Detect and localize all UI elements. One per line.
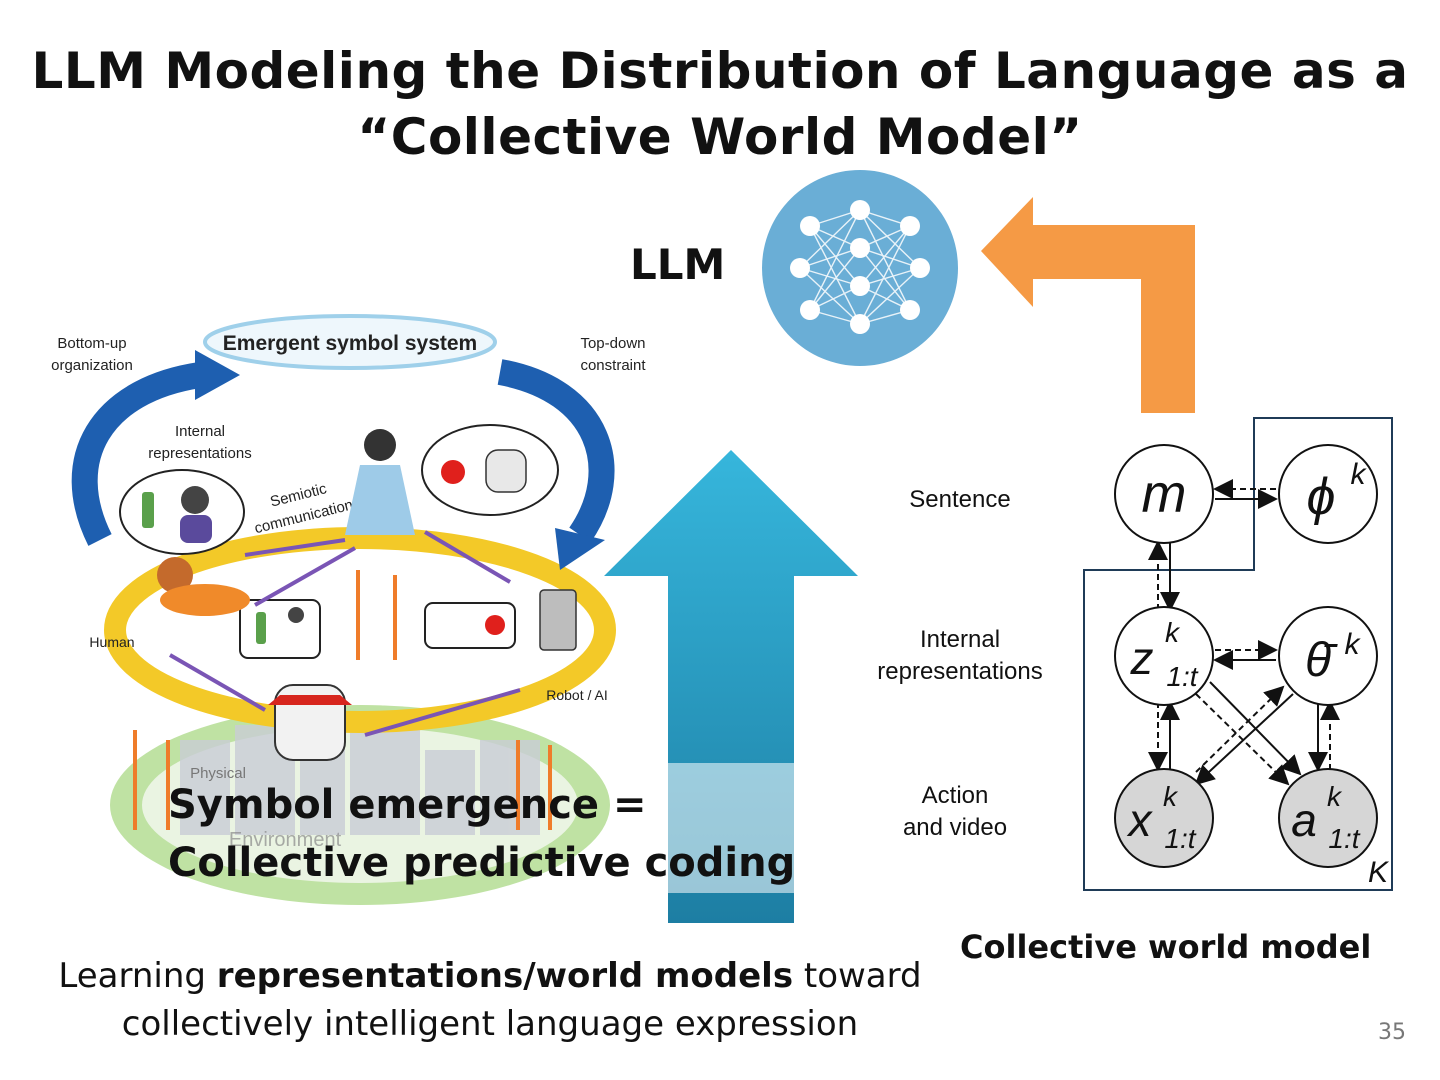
svg-text:1:t: 1:t <box>1164 823 1196 854</box>
svg-text:k: k <box>1345 628 1362 661</box>
red-ball-icon <box>441 460 465 484</box>
network-nodes <box>790 200 930 334</box>
child-body-icon <box>160 584 250 616</box>
neural-network-icon <box>762 170 958 366</box>
person-icon-2 <box>288 607 304 623</box>
svg-text:z: z <box>1130 632 1154 684</box>
arrow-overlay <box>668 763 794 893</box>
symbol-emergence-text: Symbol emergence = Collective predictive… <box>168 776 795 892</box>
plate-border <box>1083 417 1393 891</box>
node-theta: θ̄ k <box>1278 606 1378 706</box>
plate-label: K <box>1368 856 1390 889</box>
bottom-caption: Learning representations/world models to… <box>40 952 940 1048</box>
person-body-icon <box>180 515 212 543</box>
emergent-symbol-label: Emergent symbol system <box>223 332 477 355</box>
orange-vertical-arrows <box>133 570 552 830</box>
purple-communication-arrows <box>168 530 521 737</box>
model-edges <box>1148 479 1340 786</box>
bottom-up-label-2: organization <box>51 357 133 374</box>
speech-bubble-left <box>119 469 245 555</box>
speech-bubble-robot <box>424 602 516 649</box>
graphical-model: K m ϕ k z k 1:t θ̄ k x k <box>1083 417 1393 891</box>
title-line-2: “Collective World Model” <box>357 108 1083 166</box>
node-z: z k 1:t <box>1114 606 1214 706</box>
llm-label: LLM <box>630 240 726 289</box>
node-x: x k 1:t <box>1114 768 1214 868</box>
top-down-arrowhead <box>555 528 605 570</box>
symbol-emergence-line-2: Collective predictive coding <box>168 840 796 886</box>
blue-up-arrow <box>604 450 858 923</box>
society-ring <box>104 527 616 733</box>
symbol-emergence-line-1: Symbol emergence = <box>168 782 647 828</box>
svg-text:k: k <box>1351 458 1368 491</box>
child-head-icon <box>157 557 193 593</box>
girl-dress-icon <box>345 465 415 535</box>
bottom-up-arrowhead <box>195 350 240 400</box>
speech-bubble-center <box>239 599 321 659</box>
internal-rep-label-2: representations <box>148 445 251 462</box>
title-line-1: LLM Modeling the Distribution of Languag… <box>31 42 1409 100</box>
robot-small-icon <box>485 449 527 493</box>
level-internal: Internal representations <box>877 626 1043 685</box>
svg-text:k: k <box>1163 781 1179 812</box>
city-buildings <box>180 725 540 835</box>
svg-text:1:t: 1:t <box>1166 661 1198 692</box>
person-head-icon <box>181 486 209 514</box>
symbol-emergence-illustration: Emergent symbol system Bottom-up organiz… <box>51 314 646 905</box>
page-number: 35 <box>1378 1020 1406 1045</box>
bottom-up-label-1: Bottom-up <box>57 335 126 352</box>
top-down-arrow <box>497 359 615 543</box>
caption-line-2: collectively intelligent language expres… <box>121 1004 859 1044</box>
internal-rep-label-1: Internal <box>175 423 225 440</box>
svg-text:a: a <box>1291 794 1317 846</box>
node-phi: ϕ k <box>1278 444 1378 544</box>
svg-text:m: m <box>1142 464 1187 524</box>
environment-label: Environment <box>229 829 342 851</box>
node-a: a k 1:t <box>1278 768 1378 868</box>
svg-text:k: k <box>1327 781 1343 812</box>
svg-text:x: x <box>1127 794 1154 846</box>
human-label: Human <box>89 634 134 650</box>
top-down-label-2: constraint <box>580 357 646 374</box>
level-sentence: Sentence <box>909 486 1011 513</box>
level-action: Action and video <box>902 782 1008 841</box>
caption-line-1: Learning representations/world models to… <box>58 956 922 996</box>
top-down-label-1: Top-down <box>580 335 645 352</box>
robot-ai-icon <box>539 589 577 651</box>
bottom-up-arrow <box>71 362 203 546</box>
svg-text:ϕ: ϕ <box>1307 468 1336 526</box>
orange-arrow <box>981 197 1195 413</box>
node-m: m <box>1114 444 1214 544</box>
robot-scarf-icon <box>268 695 352 705</box>
girl-head-icon <box>364 429 396 461</box>
caption-bold: representations/world models <box>216 956 794 996</box>
bottle-icon <box>142 492 154 528</box>
robot-ai-label: Robot / AI <box>546 687 607 703</box>
bottle-icon-2 <box>256 612 266 644</box>
collective-world-model-title: Collective world model <box>960 928 1372 966</box>
red-ball-icon-2 <box>485 615 505 635</box>
symbol-system-ellipse <box>203 314 497 370</box>
svg-text:1:t: 1:t <box>1328 823 1360 854</box>
slide-title: LLM Modeling the Distribution of Languag… <box>0 38 1440 170</box>
physical-label: Physical <box>190 765 246 782</box>
svg-text:k: k <box>1165 617 1181 648</box>
